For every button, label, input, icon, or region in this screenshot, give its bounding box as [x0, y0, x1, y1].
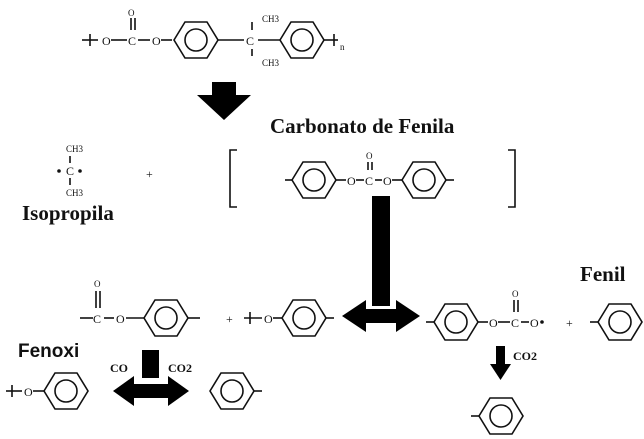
- benzene-ring: [173, 21, 219, 59]
- label-isopropila: Isopropila: [22, 201, 114, 225]
- atom-o-carbonyl: O: [128, 8, 135, 18]
- methyl-group: CH3: [66, 144, 84, 154]
- label-co: CO: [110, 361, 128, 375]
- atom-o: O: [530, 316, 539, 330]
- atom-c: C: [128, 34, 136, 48]
- benzene-ring: [281, 299, 327, 337]
- down-arrow-stem: [142, 350, 159, 378]
- left-bracket: [229, 149, 237, 208]
- subscript-n: n: [340, 42, 345, 52]
- benzene-ring: [143, 299, 189, 337]
- benzene-ring: [209, 372, 255, 410]
- benzene-ring: [478, 397, 524, 435]
- atom-o-carbonyl: O: [366, 151, 373, 161]
- down-arrow-stem: [372, 196, 390, 306]
- plus-sign: +: [146, 167, 153, 181]
- double-headed-arrow-icon: [113, 376, 189, 406]
- benzene-ring: [43, 372, 89, 410]
- atom-c: C: [66, 164, 74, 178]
- double-headed-arrow-icon: [342, 300, 420, 332]
- phenyl-radical-fragment: [590, 303, 643, 341]
- label-co2: CO2: [513, 349, 537, 363]
- right-bracket: [508, 149, 516, 208]
- methyl-group: CH3: [66, 188, 84, 198]
- phenyl-carbonyloxy-fragment: O C O O: [426, 289, 544, 341]
- isopropyl-fragment: CH3 C CH3 Isopropila: [22, 144, 114, 225]
- label-co2: CO2: [168, 361, 192, 375]
- phenoxy-fragment-bottom: O: [6, 372, 89, 410]
- benzene-ring: [291, 161, 337, 199]
- phenyl-product-right: [471, 397, 524, 435]
- benzene-ring: [433, 303, 479, 341]
- benzene-ring: [597, 303, 643, 341]
- label-carbonato-de-fenila: Carbonato de Fenila: [270, 114, 455, 138]
- plus-sign: +: [566, 316, 573, 330]
- down-arrow-icon: [490, 364, 511, 380]
- atom-o-carbonyl: O: [94, 279, 101, 289]
- benzene-ring: [279, 21, 325, 59]
- atom-c: C: [511, 316, 519, 330]
- atom-c: C: [93, 312, 101, 326]
- plus-sign: +: [226, 312, 233, 326]
- down-arrow-stem: [496, 346, 505, 366]
- benzene-ring: [401, 161, 447, 199]
- atom-o: O: [102, 34, 111, 48]
- polycarbonate-repeat-unit: O C O O C CH3 CH3 n: [82, 8, 345, 68]
- atom-o: O: [383, 174, 392, 188]
- methyl-group: CH3: [262, 58, 280, 68]
- atom-c: C: [246, 34, 254, 48]
- atom-o: O: [116, 312, 125, 326]
- atom-o: O: [24, 385, 33, 399]
- atom-o: O: [489, 316, 498, 330]
- atom-o: O: [152, 34, 161, 48]
- atom-o: O: [264, 312, 273, 326]
- label-fenil: Fenil: [580, 262, 626, 286]
- atom-c: C: [365, 174, 373, 188]
- methyl-group: CH3: [262, 14, 280, 24]
- down-arrow-icon: [197, 82, 251, 120]
- carbonyl-phenyl-fragment: O C O: [80, 279, 200, 337]
- atom-o: O: [347, 174, 356, 188]
- phenoxy-fragment-mid: O: [244, 299, 334, 337]
- phenyl-carbonate-structure: O C O O: [285, 151, 454, 199]
- phenyl-product-bottom: [209, 372, 262, 410]
- label-fenoxi: Fenoxi: [18, 341, 79, 362]
- atom-o-carbonyl: O: [512, 289, 519, 299]
